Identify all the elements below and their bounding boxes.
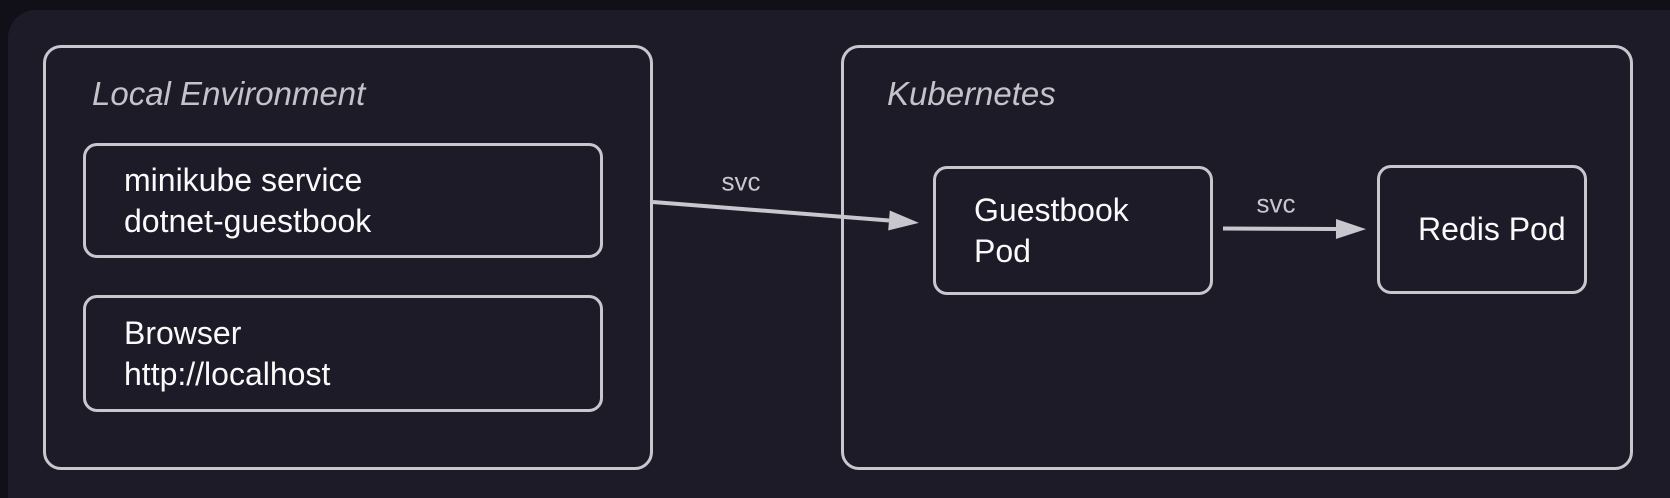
guestbook-pod-node: Guestbook Pod [933, 166, 1213, 295]
local-environment-title: Local Environment [92, 75, 366, 112]
diagram-card [8, 10, 1670, 498]
minikube-service-node-line1: minikube service [124, 161, 363, 198]
redis-pod-node: Redis Pod [1377, 165, 1587, 294]
minikube-service-node-line2: dotnet-guestbook [124, 202, 372, 239]
kubernetes-group [841, 45, 1633, 470]
local-environment-group [43, 45, 653, 470]
guestbook-pod-node-line2: Pod [974, 232, 1031, 269]
browser-node-line2: http://localhost [124, 355, 331, 392]
browser-node-line1: Browser [124, 314, 242, 351]
kubernetes-title: Kubernetes [887, 75, 1056, 112]
svc-label-1: svc [721, 166, 761, 197]
redis-pod-node-label: Redis Pod [1418, 211, 1566, 247]
svc-label-2: svc [1256, 188, 1296, 219]
browser-node: Browser http://localhost [83, 295, 603, 412]
minikube-service-node: minikube service dotnet-guestbook [83, 143, 603, 258]
guestbook-pod-node-line1: Guestbook [974, 191, 1129, 228]
